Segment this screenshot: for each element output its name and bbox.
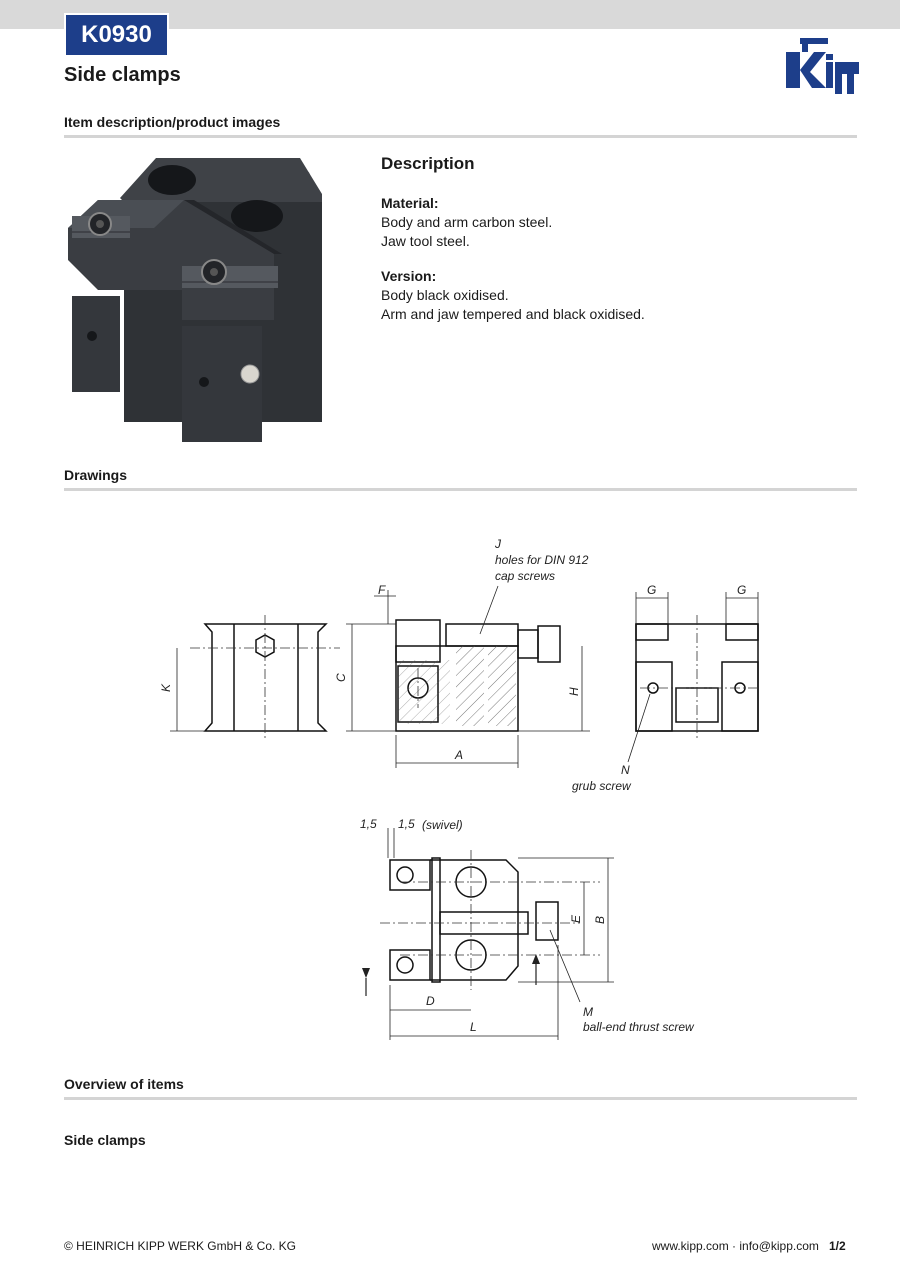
label-d: D xyxy=(426,994,435,1008)
material-line: Body and arm carbon steel. xyxy=(381,214,553,230)
label-g: G xyxy=(647,583,656,597)
label-n-desc: grub screw xyxy=(572,779,632,793)
label-n: N xyxy=(621,763,630,777)
version-line: Arm and jaw tempered and black oxidised. xyxy=(381,306,645,322)
label-b: B xyxy=(593,916,607,924)
label-swivel: (swivel) xyxy=(422,818,463,832)
label-c: C xyxy=(334,673,348,682)
label-m-desc: ball-end thrust screw xyxy=(583,1020,695,1034)
page-title: Side clamps xyxy=(64,64,181,86)
label-h: H xyxy=(567,687,581,696)
section-overview: Overview of items xyxy=(64,1076,184,1092)
technical-drawing: J holes for DIN 912 cap screws F G G K C… xyxy=(159,537,760,1040)
label-j-desc: holes for DIN 912 xyxy=(495,553,589,567)
section-item-description: Item description/product images xyxy=(64,114,281,130)
label-f: F xyxy=(378,583,386,597)
label-g: G xyxy=(737,583,746,597)
footer-copyright: © HEINRICH KIPP WERK GmbH & Co. KG xyxy=(64,1239,296,1253)
version-label: Version: xyxy=(381,268,437,284)
material-label: Material: xyxy=(381,195,439,211)
label-dim-1-5: 1,5 xyxy=(360,817,377,831)
version-block: Version: Body black oxidised. Arm and ja… xyxy=(381,267,645,324)
section-side-clamps: Side clamps xyxy=(64,1132,146,1148)
label-dim-1-5: 1,5 xyxy=(398,817,415,831)
label-m: M xyxy=(583,1005,593,1019)
label-e: E xyxy=(569,914,583,923)
label-k: K xyxy=(159,683,173,692)
item-code-badge: K0930 xyxy=(64,13,169,57)
divider xyxy=(64,135,857,138)
material-block: Material: Body and arm carbon steel. Jaw… xyxy=(381,194,552,251)
section-drawings: Drawings xyxy=(64,467,128,483)
label-j-desc: cap screws xyxy=(495,569,555,583)
label-j: J xyxy=(494,537,502,551)
description-title: Description xyxy=(381,154,475,173)
kipp-logo xyxy=(786,38,859,94)
version-line: Body black oxidised. xyxy=(381,287,509,303)
divider xyxy=(64,488,857,491)
footer-contact: www.kipp.com · info@kipp.com xyxy=(652,1239,819,1253)
divider xyxy=(64,1097,857,1100)
material-line: Jaw tool steel. xyxy=(381,233,470,249)
label-l: L xyxy=(470,1020,477,1034)
label-a: A xyxy=(454,748,463,762)
page-number: 1/2 xyxy=(829,1239,846,1253)
product-image xyxy=(64,150,326,444)
